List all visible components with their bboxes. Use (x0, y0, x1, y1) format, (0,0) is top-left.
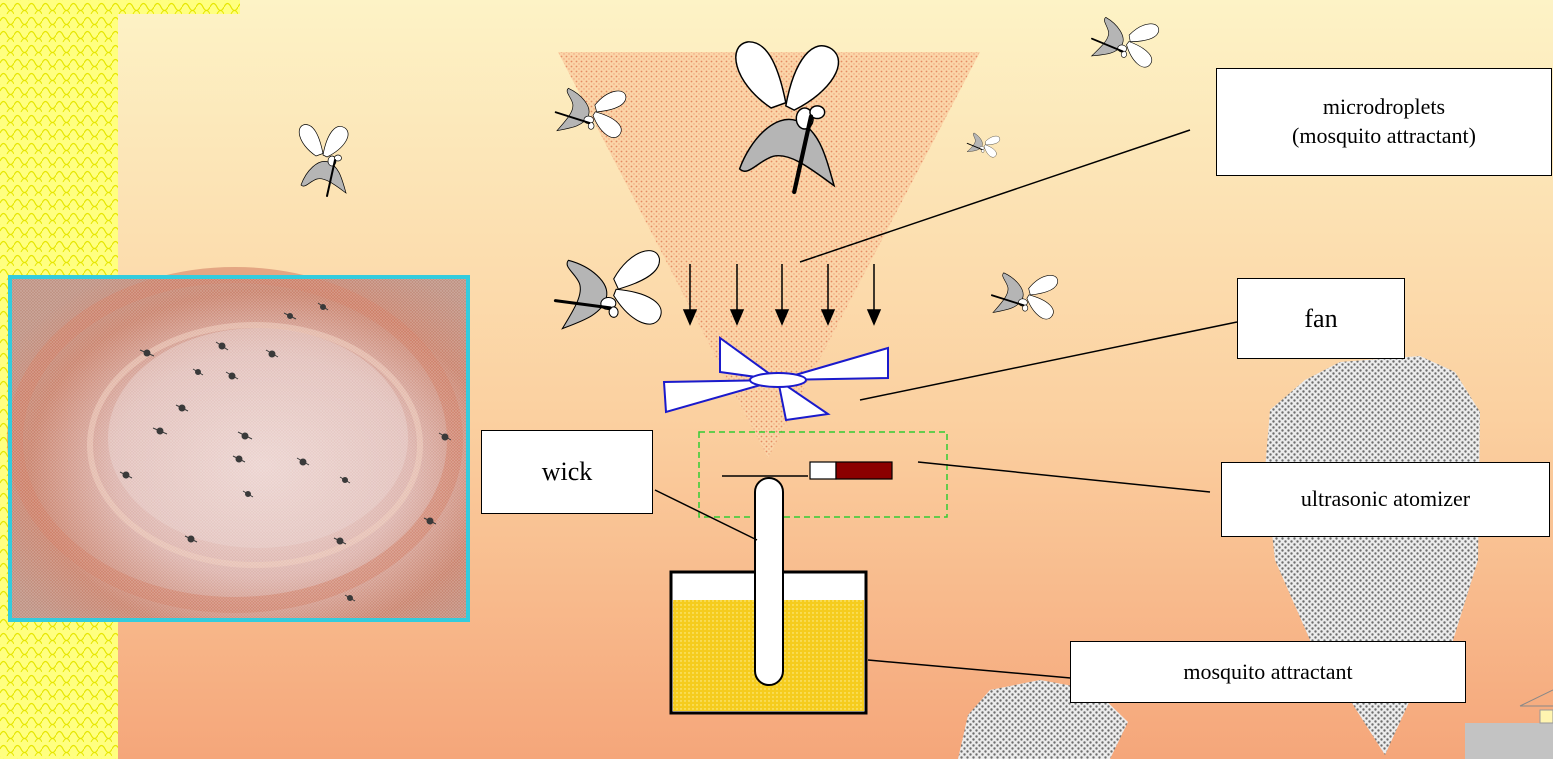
trap-net-photo (7, 267, 470, 622)
atomizer-element (809, 461, 837, 480)
label-fan-text: fan (1304, 303, 1338, 333)
leader-lines (654, 129, 1238, 681)
microdroplet-spray-cone (558, 52, 980, 458)
atomizer-box (698, 431, 948, 518)
label-fan: fan (1237, 278, 1405, 359)
label-microdroplets-line2: (mosquito attractant) (1292, 123, 1476, 148)
atomizer-heater (835, 461, 893, 480)
corner-pointer-lines (1519, 689, 1553, 707)
label-atomizer-text: ultrasonic atomizer (1300, 486, 1471, 512)
corner-note-icon (1539, 709, 1553, 724)
decorative-top-band (118, 0, 240, 14)
label-attractant-text: mosquito attractant (1183, 658, 1353, 684)
label-ultrasonic-atomizer: ultrasonic atomizer (1221, 462, 1550, 537)
airflow-arrows (682, 264, 882, 326)
label-wick-text: wick (541, 457, 593, 487)
gray-block-corner (1465, 723, 1553, 759)
fan-icon (662, 336, 889, 422)
label-mosquito-attractant: mosquito attractant (1070, 641, 1466, 703)
label-microdroplets: microdroplets (mosquito attractant) (1216, 68, 1552, 176)
label-wick: wick (481, 430, 653, 514)
label-microdroplets-line1: microdroplets (1322, 94, 1446, 120)
wick-rod (754, 477, 784, 686)
